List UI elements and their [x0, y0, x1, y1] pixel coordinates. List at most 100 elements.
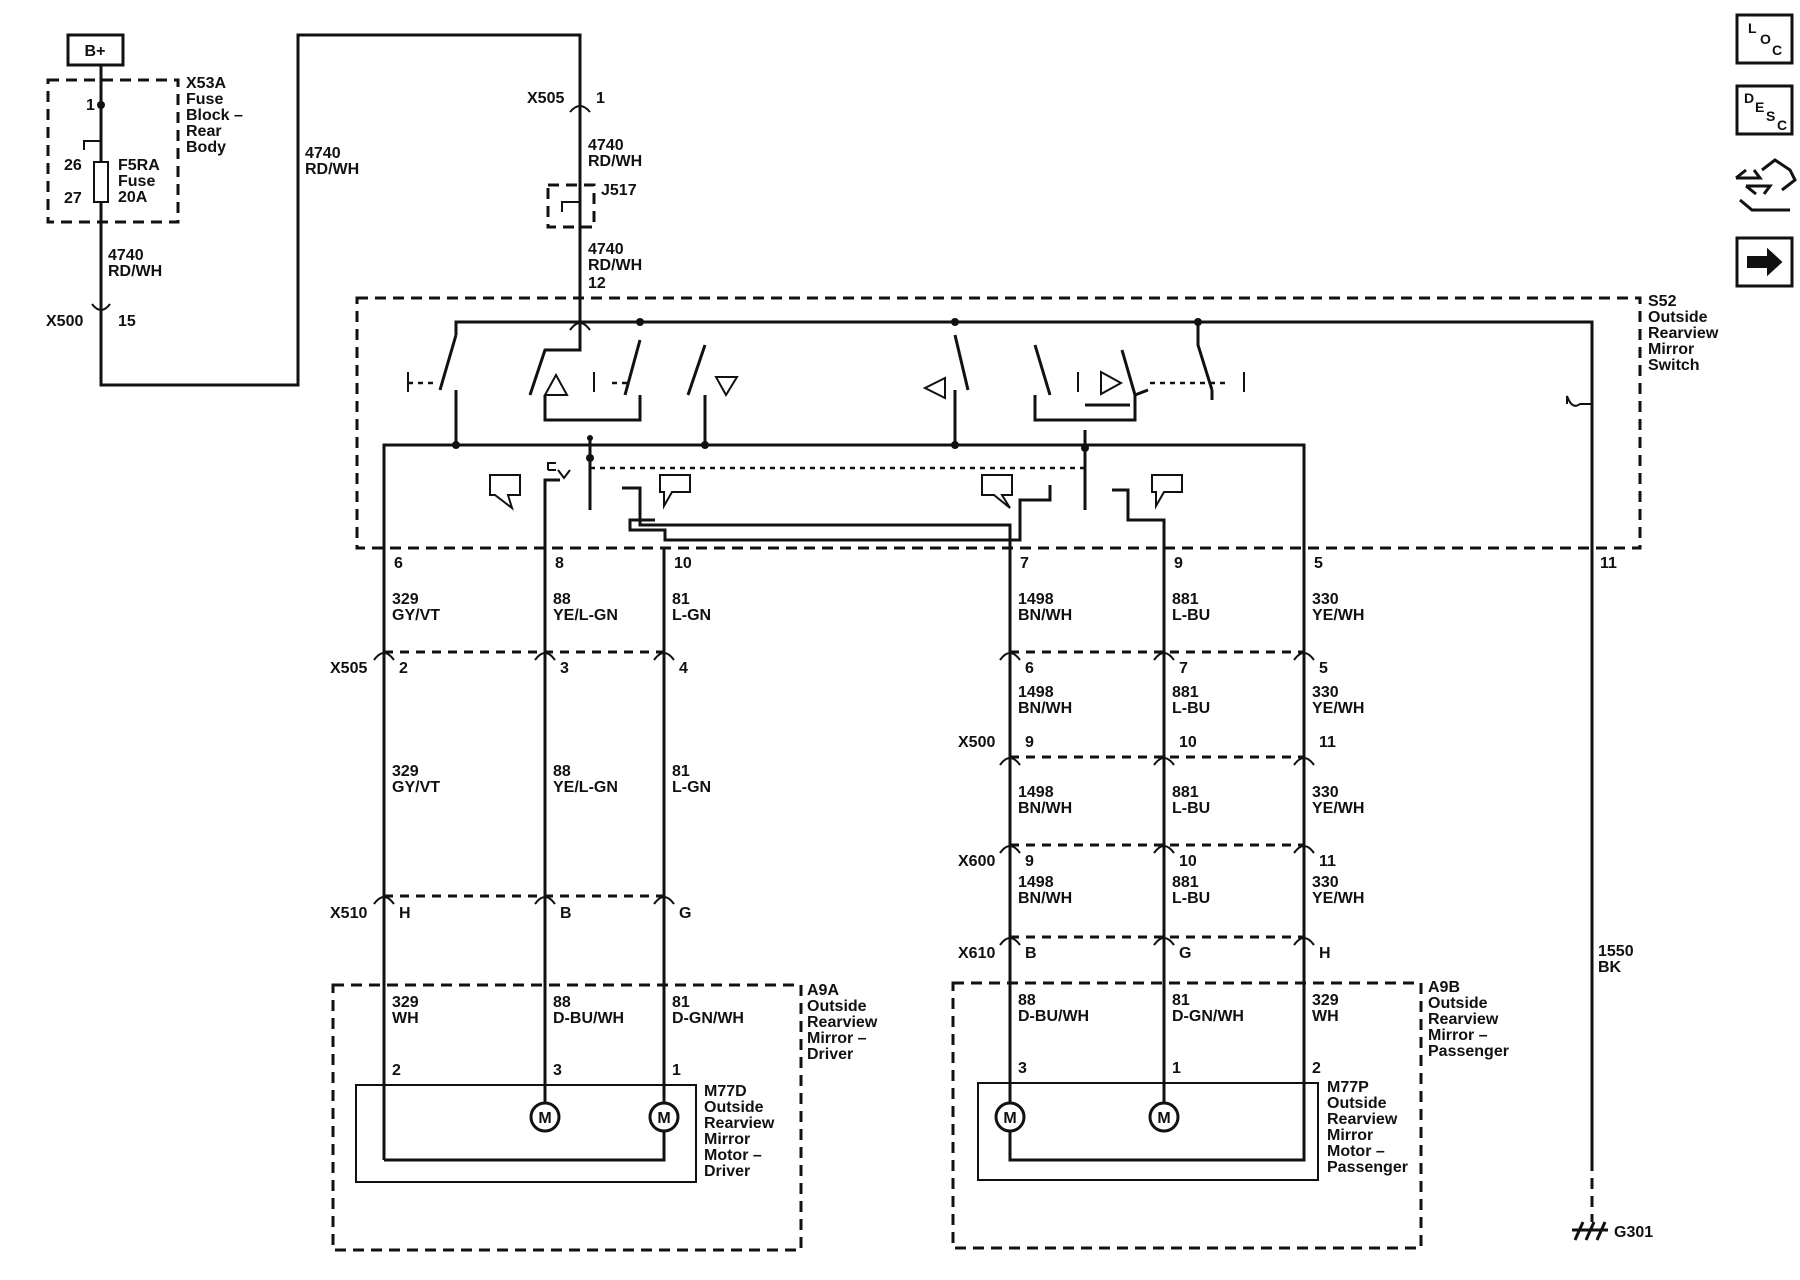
pass-c-wire-num: 881 — [1172, 874, 1199, 891]
pass-mir-wire-num: 329 — [1312, 992, 1339, 1009]
feed-wire-num-2: 4740 — [305, 145, 341, 162]
pass-b-wire-num: 1498 — [1018, 784, 1054, 801]
pass-b-wire-color: YE/WH — [1312, 800, 1364, 817]
x600-connector-mark — [1293, 845, 1315, 854]
driver-mir-wire-color: D-GN/WH — [672, 1010, 744, 1027]
driver-mir-wire-num: 81 — [672, 994, 690, 1011]
x500-feed-pin: 15 — [118, 313, 136, 330]
driver-motor-name-3: Mirror — [704, 1131, 750, 1148]
switch-name-4: Switch — [1648, 357, 1700, 374]
fuse-icon — [93, 161, 109, 203]
loc-letter-1: L — [1748, 20, 1757, 36]
driver-motor-right: M — [648, 1101, 680, 1133]
driver-sw-wire-num: 81 — [672, 591, 690, 608]
driver-motor-name-5: Driver — [704, 1163, 750, 1180]
x505-connector-mark — [653, 652, 675, 661]
driver-motor-pin: 2 — [392, 1062, 401, 1079]
x500-pass-ref: X500 — [958, 734, 995, 751]
ground-wire-num: 1550 — [1598, 943, 1634, 960]
driver-mir-wire-num: 88 — [553, 994, 571, 1011]
x610-connector-mark — [999, 937, 1021, 946]
driver-mid-wire-color: GY/VT — [392, 779, 440, 796]
driver-mirror-name-4: Driver — [807, 1046, 853, 1063]
fuse-block-ref: X53A — [186, 75, 226, 92]
driver-motor-name-1: Outside — [704, 1099, 764, 1116]
pass-motor-pin: 3 — [1018, 1060, 1027, 1077]
loc-button[interactable]: L O C — [1735, 13, 1794, 65]
arrow-right-icon — [1747, 247, 1783, 277]
x505-connector-mark — [373, 652, 395, 661]
driver-x505-pin: 4 — [679, 660, 688, 677]
connector-end-view-button[interactable] — [1735, 158, 1797, 212]
switch-ref: S52 — [1648, 293, 1677, 310]
desc-button[interactable]: D E S C — [1735, 84, 1794, 136]
pass-x600-pin: 9 — [1025, 853, 1034, 870]
driver-motor-pin: 3 — [553, 1062, 562, 1079]
ground: 1550 BK G301 — [1572, 943, 1653, 1241]
pass-c-wire-num: 330 — [1312, 874, 1339, 891]
fuse-pin-top: 1 — [86, 97, 95, 114]
power-source: B+ — [66, 33, 125, 67]
pass-a-wire-color: L-BU — [1172, 700, 1210, 717]
feed-wire-num-1: 4740 — [108, 247, 144, 264]
driver-mir-wire-color: D-BU/WH — [553, 1010, 624, 1027]
driver-x510-pin: G — [679, 905, 691, 922]
x505-driver-ref: X505 — [330, 660, 367, 677]
switch-feed-pin: 12 — [588, 275, 606, 292]
pass-a-wire-color: BN/WH — [1018, 700, 1072, 717]
pass-sw-pin: 5 — [1314, 555, 1323, 572]
pass-b-wire-color: L-BU — [1172, 800, 1210, 817]
driver-x510-pin: H — [399, 905, 411, 922]
pass-mirror-name-3: Mirror – — [1428, 1027, 1488, 1044]
pass-c-wire-color: YE/WH — [1312, 890, 1364, 907]
driver-mir-wire-color: WH — [392, 1010, 419, 1027]
x505-connector-mark — [1293, 652, 1315, 661]
desc-letter-4: C — [1777, 117, 1787, 133]
loc-letter-2: O — [1760, 31, 1771, 47]
x610-ref: X610 — [958, 945, 995, 962]
driver-mirror-ref: A9A — [807, 982, 839, 999]
pin-labels: 6329GY/VT2329GY/VTH329WH2888YE/L-GN388YE… — [392, 555, 1364, 1079]
fuse-block-name-3: Rear — [186, 123, 222, 140]
sw-pin-ground: 11 — [1600, 555, 1617, 572]
driver-motor-pin: 1 — [672, 1062, 681, 1079]
pass-x505-pin: 6 — [1025, 660, 1034, 677]
driver-motor-left: M — [529, 1101, 561, 1133]
driver-motor-ref: M77D — [704, 1083, 747, 1100]
driver-motor-name-2: Rearview — [704, 1115, 775, 1132]
driver-sw-pin: 6 — [394, 555, 403, 572]
pass-a-wire-num: 330 — [1312, 684, 1339, 701]
next-button[interactable] — [1735, 236, 1794, 288]
x510-connector-mark — [373, 896, 395, 905]
pass-c-wire-color: BN/WH — [1018, 890, 1072, 907]
mirror-switch: S52 Outside Rearview Mirror Switch — [355, 293, 1719, 550]
x505-feed-pin: 1 — [596, 90, 605, 107]
pass-motor-ref: M77P — [1327, 1079, 1369, 1096]
x600-ref: X600 — [958, 853, 995, 870]
passenger-circuits: X500 X600 X610 — [958, 548, 1306, 1160]
svg-text:M: M — [538, 1110, 551, 1127]
splice-ref: J517 — [601, 182, 637, 199]
ground-ref: G301 — [1614, 1224, 1653, 1241]
pass-mirror-name-1: Outside — [1428, 995, 1488, 1012]
pass-a-wire-num: 1498 — [1018, 684, 1054, 701]
x505-feed-ref: X505 — [527, 90, 564, 107]
desc-letter-2: E — [1755, 99, 1764, 115]
pass-b-wire-color: BN/WH — [1018, 800, 1072, 817]
x600-connector-mark — [999, 845, 1021, 854]
svg-text:M: M — [1157, 1110, 1170, 1127]
switch-name-3: Mirror — [1648, 341, 1694, 358]
pass-motor-right: M — [1148, 1101, 1180, 1133]
pass-b-wire-num: 330 — [1312, 784, 1339, 801]
fuse-ref: F5RA — [118, 157, 160, 174]
pass-c-wire-num: 1498 — [1018, 874, 1054, 891]
pass-sw-wire-color: L-BU — [1172, 607, 1210, 624]
x600-connector-mark — [1153, 845, 1175, 854]
pass-mir-wire-color: D-BU/WH — [1018, 1008, 1089, 1025]
desc-letter-1: D — [1744, 90, 1754, 106]
pass-x505-pin: 7 — [1179, 660, 1188, 677]
fuse-block-name-4: Body — [186, 139, 226, 156]
pass-x610-pin: G — [1179, 945, 1191, 962]
switch-name-1: Outside — [1648, 309, 1708, 326]
